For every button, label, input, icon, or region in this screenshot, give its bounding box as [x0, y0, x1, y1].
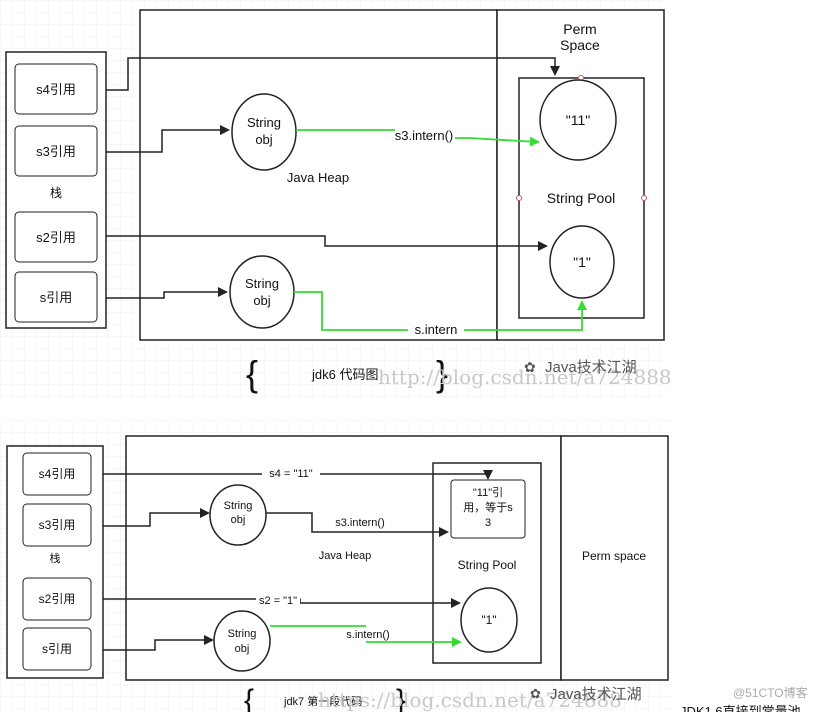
perm-space-label: Perm [563, 21, 596, 37]
diagram-jdk6: s4引用 s3引用 栈 s2引用 s引用 Perm Space String P… [0, 0, 672, 398]
arrow-s3-to-heap-obj [106, 125, 230, 153]
wechat-icon: ✿ [530, 686, 541, 701]
brand-label: Java技术江湖 [545, 359, 637, 376]
label-mask [256, 592, 300, 606]
pool-reference-label: 用，等于s [463, 500, 513, 514]
arrow-intern-s3-head [455, 136, 540, 147]
heap-object-label: obj [255, 132, 272, 147]
brand-label: Java技术江湖 [550, 686, 642, 703]
arrow-label-s2: s2 = "1" [259, 595, 297, 607]
heap-object-label: obj [253, 293, 270, 308]
heap-string-obj-s [229, 255, 295, 329]
pool-reference-label: "11"引 [473, 485, 503, 499]
arrow-s2-to-pool-1 [106, 235, 548, 251]
pool-object-label: "11" [566, 112, 591, 128]
arrow-label-s-intern: s.intern [415, 322, 458, 337]
pool-reference-label: 3 [485, 517, 491, 529]
heap-object-label: String [224, 500, 253, 512]
perm-space-label: Space [560, 37, 600, 53]
perm-space-region [560, 435, 669, 681]
right-brace: } [396, 684, 406, 712]
string-pool-label: String Pool [547, 190, 615, 206]
label-mask [408, 321, 464, 337]
stack-ref-s3: s3引用 [14, 125, 98, 177]
pool-object-1 [460, 587, 518, 653]
pool-object-1 [549, 225, 615, 299]
wechat-icon: ✿ [524, 359, 536, 375]
arrow-s-to-heap-obj [103, 635, 214, 651]
heap-object-label: obj [231, 514, 246, 526]
arrow-s-to-heap-obj [106, 287, 228, 299]
arrow-s3-to-heap-obj [103, 508, 210, 527]
arrow-label-s4: s4 = "11" [269, 468, 312, 480]
stack-ref-label: s3引用 [39, 518, 76, 532]
string-pool-label: String Pool [458, 558, 517, 572]
heap-string-obj-s [213, 610, 271, 672]
java-heap-label: Java Heap [287, 170, 349, 185]
left-brace: { [246, 353, 258, 394]
label-mask [262, 466, 320, 480]
heap-object-label: String [228, 628, 257, 640]
arrow-label-s3-intern: s3.intern() [395, 128, 454, 143]
arrow-s4-to-pool-ref [103, 470, 493, 480]
arrow-s-intern [294, 291, 587, 331]
selection-handle [516, 195, 522, 201]
stack-label: 栈 [50, 551, 61, 565]
perm-space-label: Perm space [582, 549, 646, 563]
pool-object-11 [539, 79, 617, 161]
arrow-label-s3-intern: s3.intern() [335, 517, 385, 529]
pool-object-label: "1" [573, 254, 591, 270]
arrow-s4-to-pool-11 [106, 57, 560, 91]
stack-ref-s: s引用 [22, 627, 92, 671]
stack-label: 栈 [50, 185, 62, 200]
heap-string-obj-s3 [209, 484, 267, 546]
arrow-s3-intern [266, 512, 449, 537]
stack-ref-label: s3引用 [36, 144, 76, 159]
heap-object-label: String [245, 276, 279, 291]
heap-object-label: obj [235, 643, 250, 655]
heap-object-label: String [247, 115, 281, 130]
diagram-caption: jdk6 代码图 [311, 367, 378, 382]
stack-ref-s3: s3引用 [22, 503, 92, 547]
watermark-url: http://blog.csdn.net/a724888 [378, 365, 672, 389]
pool-reference-11: "11"引 用，等于s 3 [450, 479, 526, 539]
heap-string-obj-s3 [231, 93, 297, 171]
selection-handle [641, 195, 647, 201]
stack-ref-s2: s2引用 [14, 211, 98, 263]
label-mask [332, 515, 388, 529]
site-watermark: @51CTO博客 [733, 685, 808, 700]
stack-ref-label: s4引用 [36, 82, 76, 97]
java-heap-label: Java Heap [319, 550, 372, 562]
stack-ref-s4: s4引用 [22, 452, 92, 496]
stack-ref-label: s4引用 [39, 467, 76, 481]
stack-ref-s2: s2引用 [22, 577, 92, 621]
stack-ref-label: s引用 [40, 290, 73, 305]
right-brace: } [436, 353, 448, 394]
diagram-jdk7: s4引用 s3引用 栈 s2引用 s引用 Perm space String P… [0, 420, 672, 717]
pool-object-label: "1" [481, 613, 496, 627]
arrow-label-s-intern: s.intern() [346, 629, 389, 641]
cut-off-caption: JDK1.6直接到常量池 [680, 704, 801, 712]
diagram-caption: jdk7 第一段代码 [283, 694, 362, 708]
stack-ref-label: s引用 [42, 642, 72, 656]
stack-ref-s4: s4引用 [14, 63, 98, 115]
left-brace: { [244, 684, 254, 712]
watermark-url: https://blog.csdn.net/a724888 [318, 688, 622, 712]
stack-ref-s: s引用 [14, 271, 98, 323]
stack-ref-label: s2引用 [39, 592, 76, 606]
stack-ref-label: s2引用 [36, 230, 76, 245]
